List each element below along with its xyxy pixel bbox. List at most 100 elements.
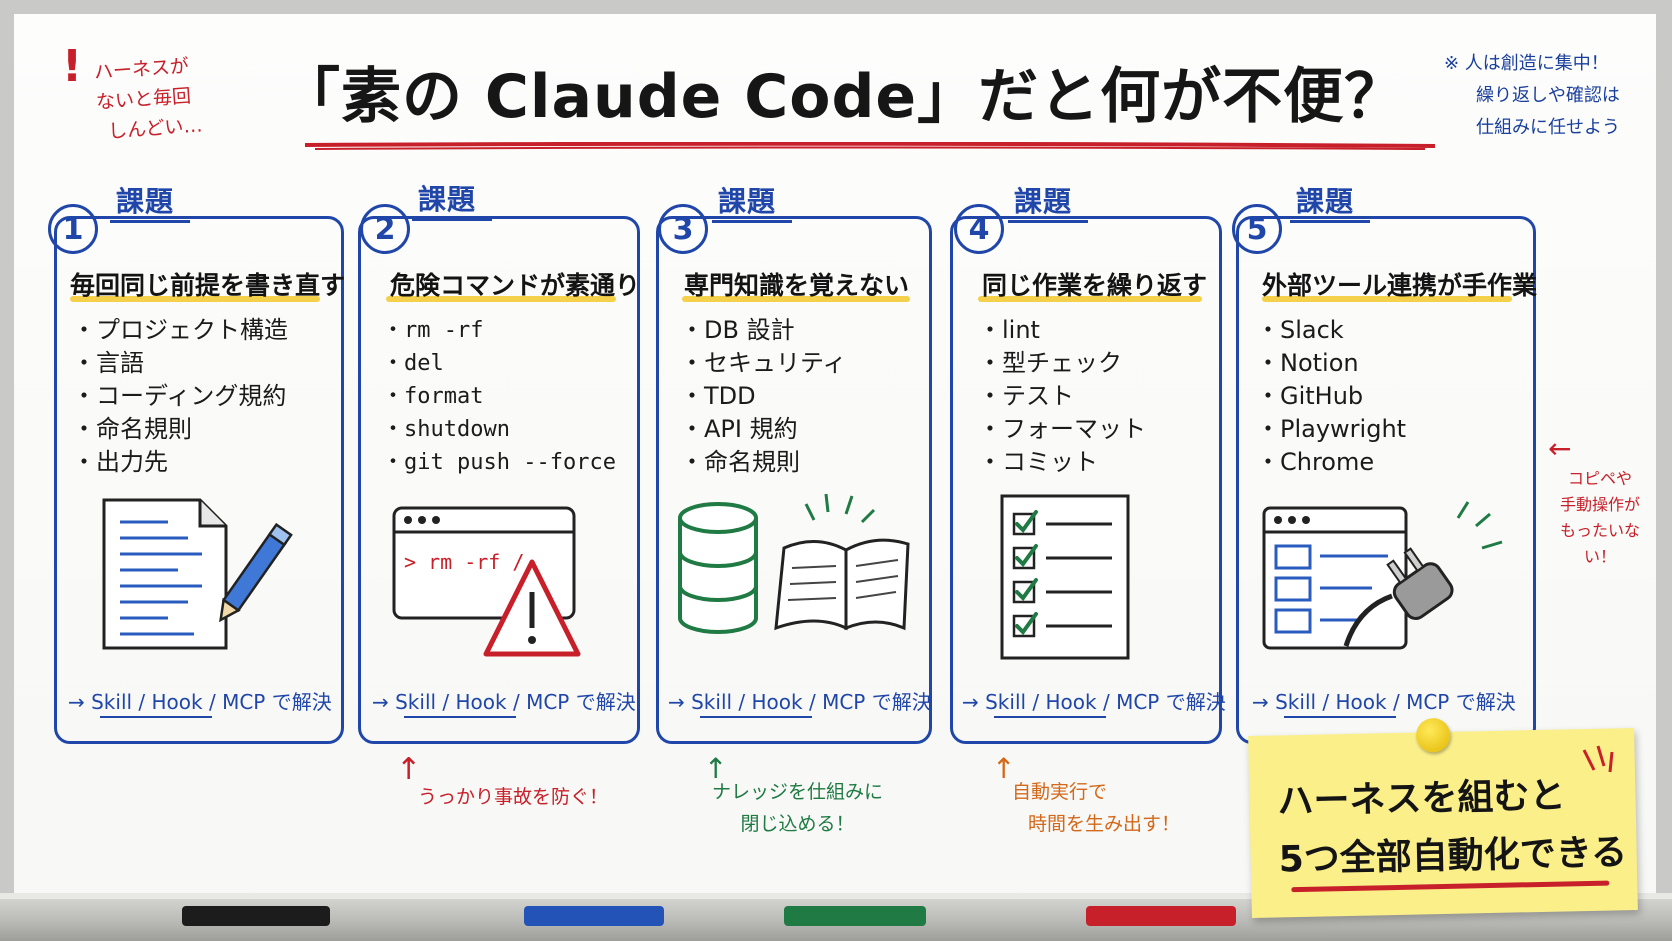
issue-list: rm -rf del format shutdown git push --fo… xyxy=(382,314,616,479)
issue-list: プロジェクト構造 言語 コーディング規約 命名規則 出力先 xyxy=(72,314,288,479)
caption-line: 自動実行で xyxy=(1012,781,1108,803)
solution-underline xyxy=(994,716,1106,718)
side-note: コピペや 手動操作が もったいない！ xyxy=(1548,466,1652,570)
tag-underline xyxy=(1290,220,1370,223)
side-note-line: 手動操作が xyxy=(1559,495,1640,514)
terminal-command: > rm -rf / xyxy=(404,550,525,574)
heading-highlight xyxy=(682,296,910,302)
caption-line: 閉じ込める！ xyxy=(740,813,855,835)
problem-card-3 xyxy=(656,216,932,744)
problem-card-1 xyxy=(54,216,344,744)
card-heading: 同じ作業を繰り返す xyxy=(982,271,1208,300)
solution-text: → Skill / Hook / MCP で解決 xyxy=(68,690,332,714)
green-marker[interactable] xyxy=(784,906,926,926)
document-pencil-icon xyxy=(102,498,293,650)
column-tag: 課題 xyxy=(1014,185,1073,218)
card-heading: 専門知識を覚えない xyxy=(684,271,910,300)
list-item: 命名規則 xyxy=(72,413,288,446)
magnet-icon xyxy=(1415,717,1451,753)
solution-underline xyxy=(100,716,212,718)
window-plug-icon xyxy=(1262,501,1503,650)
solution-text: → Skill / Hook / MCP で解決 xyxy=(668,690,932,714)
list-item: API 規約 xyxy=(680,413,847,446)
right-note-line: ※ 人は創造に集中！ xyxy=(1444,53,1609,74)
solution-underline xyxy=(1284,716,1396,718)
up-arrow-icon: ↑ xyxy=(992,752,1016,785)
list-item: セキュリティ xyxy=(680,347,847,380)
heading-highlight xyxy=(386,296,616,302)
issue-list: lint 型チェック テスト フォーマット コミット xyxy=(978,314,1146,479)
black-marker[interactable] xyxy=(182,906,330,926)
list-item: Chrome xyxy=(1256,446,1406,479)
list-item: プロジェクト構造 xyxy=(72,314,288,347)
side-note-line: コピペや xyxy=(1567,469,1632,488)
list-item: lint xyxy=(978,314,1146,347)
solution-underline xyxy=(404,716,516,718)
red-marker[interactable] xyxy=(1086,906,1236,926)
exclamation-mark: ! xyxy=(62,41,83,92)
card-heading: 毎回同じ前提を書き直す xyxy=(70,271,346,300)
right-note-line: 繰り返しや確認は xyxy=(1476,85,1620,106)
list-item: git push --force xyxy=(382,446,616,479)
column-number-4: 4 xyxy=(954,204,1004,254)
sticky-line: ハーネスを組むと xyxy=(1277,775,1566,823)
terminal-warning-icon xyxy=(392,506,581,657)
caption-4: 自動実行で 時間を生み出す！ xyxy=(1012,776,1180,840)
column-tag: 課題 xyxy=(718,185,777,218)
solution-underline xyxy=(700,716,812,718)
list-item: 言語 xyxy=(72,347,288,380)
caption-line: 時間を生み出す！ xyxy=(1028,813,1181,835)
list-item: コーディング規約 xyxy=(72,380,288,413)
title-underline xyxy=(305,142,1435,150)
caption-2: うっかり事故を防ぐ！ xyxy=(418,786,609,808)
left-note: ハーネスが ないと毎回 しんどい… xyxy=(93,50,203,147)
sticky-note-text: ハーネスを組むと 5つ全部自動化できる xyxy=(1277,766,1628,889)
tag-underline xyxy=(110,220,190,223)
checklist-icon xyxy=(1000,494,1130,660)
list-item: format xyxy=(382,380,616,413)
list-item: Playwright xyxy=(1256,413,1406,446)
list-item: rm -rf xyxy=(382,314,616,347)
tag-underline xyxy=(412,218,492,221)
heading-highlight xyxy=(978,296,1202,302)
solution-text: → Skill / Hook / MCP で解決 xyxy=(962,690,1226,714)
up-arrow-icon: ↑ xyxy=(704,752,728,785)
right-note-line: 仕組みに任せよう xyxy=(1476,117,1620,138)
issue-list: DB 設計 セキュリティ TDD API 規約 命名規則 xyxy=(680,314,847,479)
list-item: TDD xyxy=(680,380,847,413)
problem-card-4 xyxy=(950,216,1222,744)
side-note-line: もったいない！ xyxy=(1559,521,1640,566)
caption-3: ナレッジを仕組みに 閉じ込める！ xyxy=(712,776,883,840)
blue-marker[interactable] xyxy=(524,906,664,926)
right-note: ※ 人は創造に集中！ 繰り返しや確認は 仕組みに任せよう xyxy=(1444,48,1620,144)
list-item: shutdown xyxy=(382,413,616,446)
column-tag: 課題 xyxy=(418,183,477,216)
heading-highlight xyxy=(70,296,320,302)
list-item: フォーマット xyxy=(978,413,1146,446)
solution-text: → Skill / Hook / MCP で解決 xyxy=(1252,690,1516,714)
column-tag: 課題 xyxy=(116,185,175,218)
tag-underline xyxy=(712,220,792,223)
issue-list: Slack Notion GitHub Playwright Chrome xyxy=(1256,314,1406,479)
caption-line: ナレッジを仕組みに xyxy=(712,781,884,803)
page-title: 「素の Claude Code」だと何が不便？ xyxy=(280,62,1406,132)
tag-underline xyxy=(1008,220,1088,223)
up-arrow-icon: ↑ xyxy=(396,752,422,787)
column-tag: 課題 xyxy=(1296,185,1355,218)
list-item: テスト xyxy=(978,380,1146,413)
emphasis-lines-icon xyxy=(1582,745,1614,773)
card-heading: 危険コマンドが素通り xyxy=(390,271,641,300)
list-item: del xyxy=(382,347,616,380)
card-heading: 外部ツール連携が手作業 xyxy=(1262,271,1538,300)
database-book-icon xyxy=(678,493,910,634)
list-item: Slack xyxy=(1256,314,1406,347)
heading-highlight xyxy=(1262,296,1512,302)
problem-card-2 xyxy=(358,216,640,744)
list-item: 命名規則 xyxy=(680,446,847,479)
solution-text: → Skill / Hook / MCP で解決 xyxy=(372,690,636,714)
list-item: Notion xyxy=(1256,347,1406,380)
list-item: 出力先 xyxy=(72,446,288,479)
list-item: DB 設計 xyxy=(680,314,847,347)
marker-tray-lip xyxy=(0,893,1672,899)
list-item: GitHub xyxy=(1256,380,1406,413)
